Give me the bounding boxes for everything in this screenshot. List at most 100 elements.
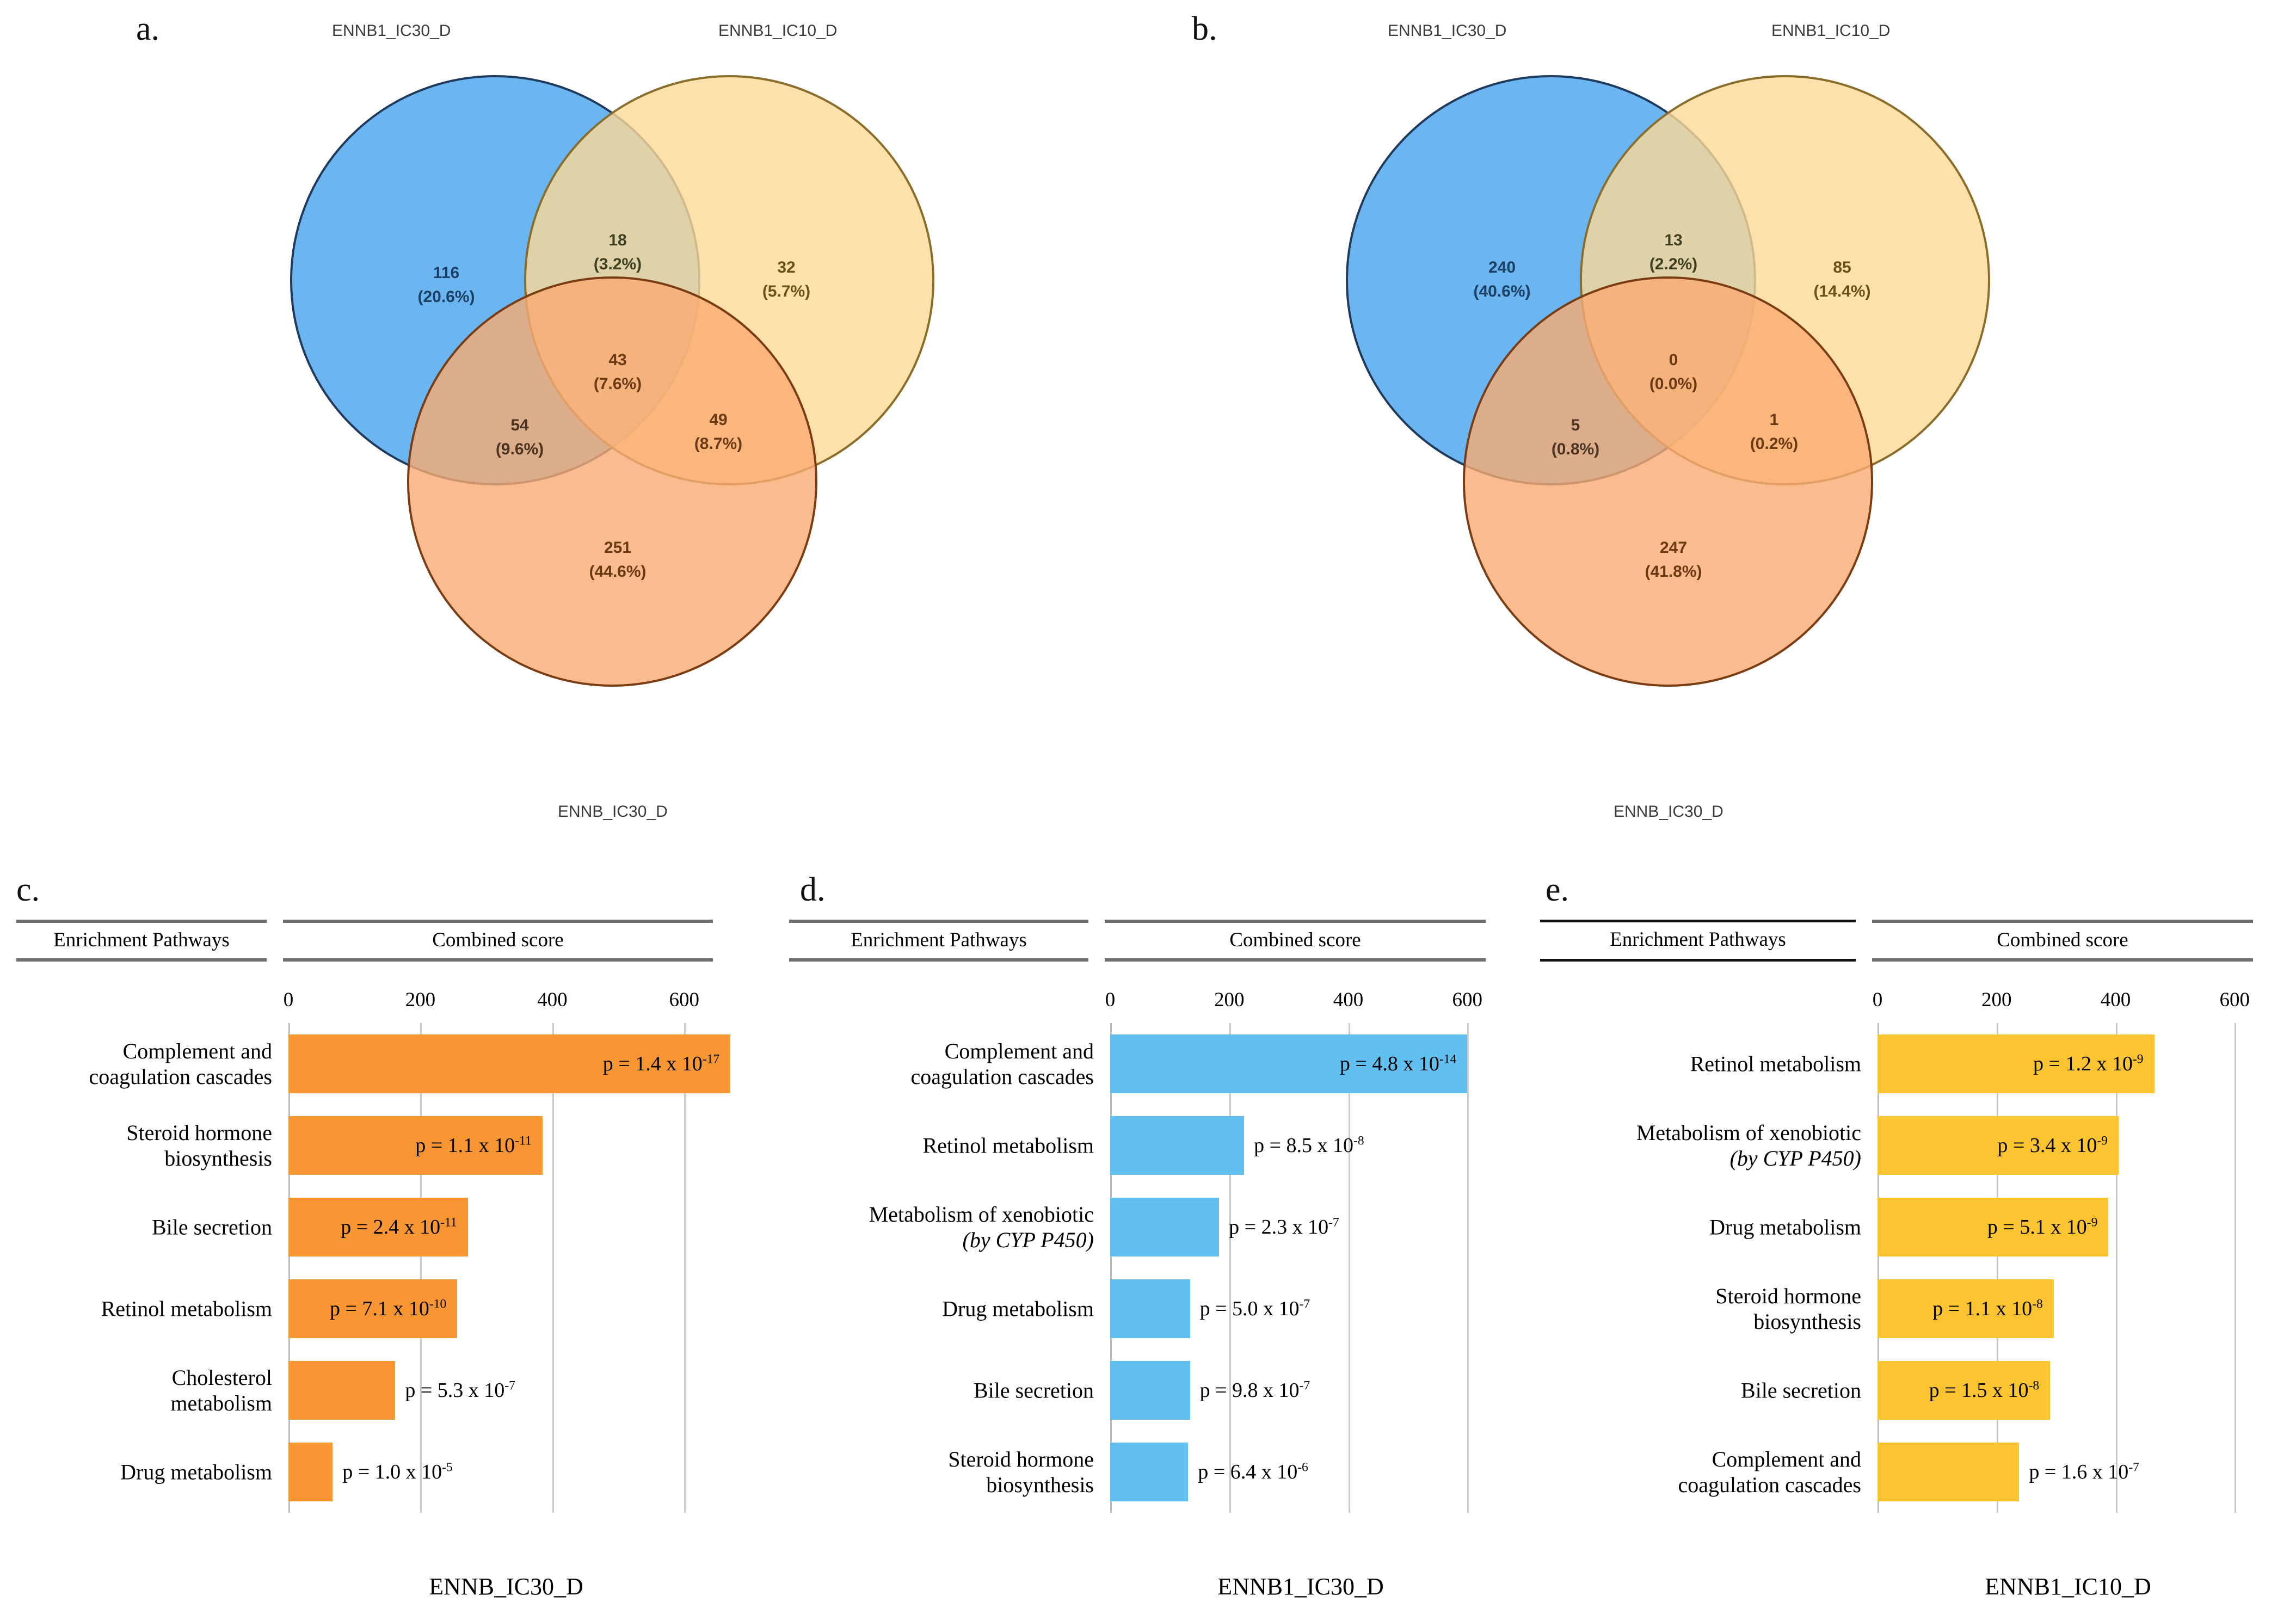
bar-row[interactable]: p = 9.8 x 10-7 — [1110, 1361, 1491, 1420]
panel-a-letter: a. — [136, 10, 160, 47]
column-header-enrichment-pathways: Enrichment Pathways — [16, 920, 267, 962]
pathway-label: Bile secretion — [16, 1214, 272, 1240]
venn-diagram-b — [1295, 54, 2035, 784]
venn-b-label-top-left: ENNB1_IC30_D — [1388, 22, 1507, 40]
bar-row[interactable]: p = 2.4 x 10-11 — [288, 1198, 724, 1256]
bar-rect[interactable] — [1878, 1279, 2054, 1338]
percent: (14.4%) — [1813, 282, 1871, 300]
p-value-annotation: p = 1.2 x 10-9 — [2033, 1052, 2144, 1075]
bar-rect[interactable] — [1110, 1116, 1245, 1175]
gridline — [1878, 1023, 1879, 1513]
bar-rect[interactable] — [1878, 1116, 2119, 1175]
column-header-combined-score: Combined score — [1105, 920, 1486, 962]
venn-b-region-left-only: 240 (40.6%) — [1453, 256, 1551, 303]
p-value-annotation: p = 6.4 x 10-6 — [1198, 1460, 1308, 1483]
plot-area: p = 1.2 x 10-9 p = 3.4 x 10-9 p = 5.1 x 10… — [1878, 1023, 2258, 1513]
percent: (9.6%) — [495, 440, 544, 458]
percent: (3.2%) — [593, 255, 642, 273]
header-spacer — [1856, 920, 1872, 962]
bar-rect[interactable] — [1878, 1361, 2051, 1420]
bar-row[interactable]: p = 1.2 x 10-9 — [1878, 1034, 2258, 1093]
bar-rect[interactable] — [1110, 1361, 1190, 1420]
bar-rect[interactable] — [1878, 1443, 2020, 1501]
x-tick-label: 200 — [405, 989, 436, 1011]
bar-row[interactable]: p = 8.5 x 10-8 — [1110, 1116, 1491, 1175]
gridline — [684, 1023, 686, 1513]
x-tick-label: 600 — [1452, 989, 1483, 1011]
pathway-label: Metabolism of xenobiotic(by CYP P450) — [789, 1202, 1094, 1253]
gridline — [1348, 1023, 1350, 1513]
pathway-label-line: Metabolism of xenobiotic — [1636, 1120, 1861, 1145]
bar-rect[interactable] — [288, 1443, 333, 1501]
bar-row[interactable]: p = 2.3 x 10-7 — [1110, 1198, 1491, 1256]
bar-row[interactable]: p = 3.4 x 10-9 — [1878, 1116, 2258, 1175]
x-tick-label: 200 — [1214, 989, 1245, 1011]
p-value-annotation: p = 2.3 x 10-7 — [1229, 1215, 1339, 1239]
gridline — [1229, 1023, 1231, 1513]
pathway-label-line: Drug metabolism — [942, 1296, 1094, 1321]
p-value-annotation: p = 5.0 x 10-7 — [1199, 1297, 1310, 1320]
percent: (20.6%) — [417, 287, 475, 306]
bar-row[interactable]: p = 1.6 x 10-7 — [1878, 1443, 2258, 1501]
percent: (41.8%) — [1645, 562, 1702, 581]
venn-a-region-top-overlap: 18 (3.2%) — [569, 229, 667, 276]
plot-area: p = 1.4 x 10-17 p = 1.1 x 10-11 p = 2.4 x … — [288, 1023, 731, 1513]
bar-rect[interactable] — [288, 1116, 543, 1175]
pathway-label: Retinol metabolism — [1540, 1051, 1861, 1076]
gridline — [1467, 1023, 1469, 1513]
bar-row[interactable]: p = 5.0 x 10-7 — [1110, 1279, 1491, 1338]
pathway-label-line: Retinol metabolism — [922, 1133, 1094, 1158]
venn-a-region-right-only: 32 (5.7%) — [737, 256, 835, 303]
x-tick-label: 400 — [537, 989, 568, 1011]
gridline — [420, 1023, 422, 1513]
x-tick-label: 0 — [1872, 989, 1883, 1011]
column-header-combined-score: Combined score — [1872, 920, 2253, 962]
pathway-label-line: coagulation cascades — [89, 1064, 272, 1089]
bar-row[interactable]: p = 5.1 x 10-9 — [1878, 1198, 2258, 1256]
pathway-label-line: (by CYP P450) — [962, 1228, 1094, 1252]
venn-b-region-left-bottom: 5 (0.8%) — [1526, 414, 1624, 461]
bar-row[interactable]: p = 1.1 x 10-11 — [288, 1116, 724, 1175]
bar-rect[interactable] — [1878, 1198, 2109, 1256]
gridline — [2115, 1023, 2118, 1513]
percent: (7.6%) — [593, 374, 642, 393]
bar-row[interactable]: p = 7.1 x 10-10 — [288, 1279, 724, 1338]
header-spacer — [1088, 920, 1105, 962]
bar-row[interactable]: p = 1.4 x 10-17 — [288, 1034, 731, 1093]
pathway-label: Retinol metabolism — [789, 1132, 1094, 1158]
bar-rect[interactable] — [1110, 1443, 1189, 1501]
venn-a-region-left-only: 116 (20.6%) — [397, 261, 495, 309]
p-value-annotation: p = 1.1 x 10-8 — [1932, 1297, 2043, 1320]
pathway-label: Drug metabolism — [789, 1296, 1094, 1321]
bar-row[interactable]: p = 1.1 x 10-8 — [1878, 1279, 2258, 1338]
venn-diagram-a — [239, 54, 980, 784]
percent: (5.7%) — [762, 282, 811, 300]
pathway-label: Drug metabolism — [1540, 1214, 1861, 1240]
bar-row[interactable]: p = 1.5 x 10-8 — [1878, 1361, 2258, 1420]
pathway-label-line: coagulation cascades — [1678, 1473, 1861, 1497]
pathway-label-line: Bile secretion — [973, 1378, 1094, 1403]
bar-rect[interactable] — [1110, 1034, 1468, 1093]
bar-rect[interactable] — [288, 1279, 458, 1338]
pathway-label-line: Steroid hormone — [1715, 1283, 1861, 1308]
bar-rect[interactable] — [1878, 1034, 2155, 1093]
p-value-annotation: p = 1.1 x 10-11 — [415, 1134, 532, 1157]
bar-rect[interactable] — [288, 1361, 396, 1420]
bar-rect[interactable] — [1110, 1279, 1190, 1338]
bar-rect[interactable] — [288, 1034, 731, 1093]
bar-rect[interactable] — [288, 1198, 468, 1256]
bar-row[interactable]: p = 1.0 x 10-5 — [288, 1443, 724, 1501]
header-spacer — [267, 920, 283, 962]
bar-row[interactable]: p = 4.8 x 10-14 — [1110, 1034, 1491, 1093]
panel-c-letter: c. — [16, 871, 40, 908]
bar-row[interactable]: p = 6.4 x 10-6 — [1110, 1443, 1491, 1501]
pathway-label-line: biosynthesis — [164, 1146, 272, 1171]
bar-row[interactable]: p = 5.3 x 10-7 — [288, 1361, 724, 1420]
panel-b-letter: b. — [1192, 10, 1217, 47]
bar-rect[interactable] — [1110, 1198, 1220, 1256]
